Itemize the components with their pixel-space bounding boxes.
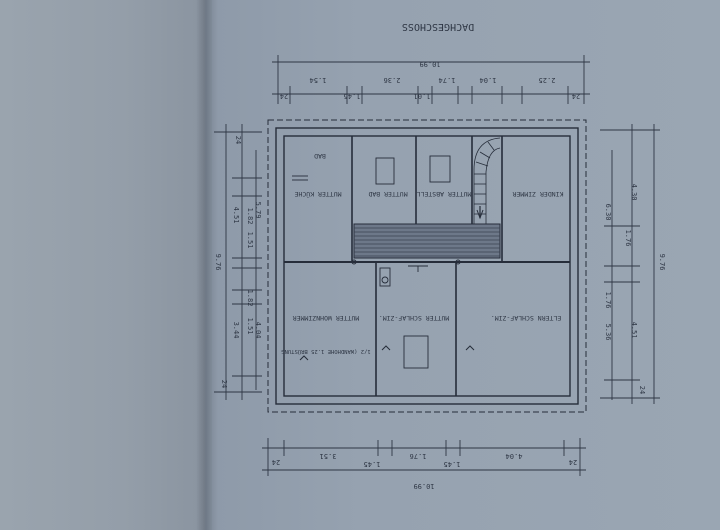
room-mutter-kueche: MUTTER KÜCHE <box>294 190 341 199</box>
left-dim-2: 4.51 <box>232 207 240 224</box>
left-dim-7: 1.51 <box>246 318 254 335</box>
bottom-dim-3: 1.45 <box>444 460 461 468</box>
bottom-dim-4: 1.76 <box>410 452 427 460</box>
left-dim-8: 24 <box>220 380 228 388</box>
room-kinderzimmer: KINDER ZIMMER <box>512 190 563 198</box>
right-overall-dim: 9.76 <box>658 254 666 271</box>
bottom-dim-1: 24 <box>569 458 577 466</box>
room-eltern-schlafzimmer: ELTERN SCHLAF-ZIM. <box>491 314 561 322</box>
room-mutter-schlafzimmer: MUTTER SCHLAF-ZIM. <box>379 314 449 322</box>
left-dimension-chain <box>214 124 262 400</box>
left-page <box>0 0 205 530</box>
left-dim-4: 1.51 <box>246 232 254 249</box>
window-note: 1/2 (WANDHOHE 1.25 BRÜSTUNG <box>281 348 370 355</box>
bottom-dim-5: 1.45 <box>364 460 381 468</box>
bottom-dimension-chain <box>262 438 586 476</box>
right-dim-1: 4.30 <box>630 184 638 201</box>
left-inner-2: 4.04 <box>254 322 262 339</box>
building-walls <box>267 119 587 413</box>
right-dim-2: 1.76 <box>624 230 632 247</box>
right-inner-1: 6.30 <box>604 204 612 221</box>
left-overall-dim: 9.76 <box>214 254 222 271</box>
top-dim-3: 1.04 <box>480 76 497 84</box>
page-fold <box>196 0 218 530</box>
left-dim-5: 1.82 <box>246 290 254 307</box>
left-dim-6: 3.44 <box>232 322 240 339</box>
top-dim-5: 1.01 <box>414 92 431 100</box>
top-dim-4: 1.74 <box>439 76 456 84</box>
corridor-hatch <box>353 223 501 259</box>
bottom-dim-6: 3.51 <box>320 452 337 460</box>
right-dim-3: 4.51 <box>630 322 638 339</box>
right-inner-2: 1.76 <box>604 292 612 309</box>
fixtures <box>292 155 451 369</box>
staircase <box>473 137 501 224</box>
drawing-title: DACHGESCHOSS <box>402 21 474 32</box>
top-overall-dim: 10.99 <box>419 60 440 68</box>
top-dim-2: 24 <box>572 92 580 100</box>
right-dim-4: 24 <box>638 386 646 394</box>
room-labels: BAD MUTTER KÜCHE MUTTER BAD MUTTER ABSTE… <box>281 152 563 355</box>
top-dimension-chain <box>272 55 590 104</box>
top-dim-9: 24 <box>280 92 288 100</box>
left-inner-1: 5.79 <box>254 202 262 219</box>
bottom-overall-dim: 10.99 <box>413 482 434 490</box>
top-dim-7: 1.45 <box>344 92 361 100</box>
bottom-dim-2: 4.04 <box>506 452 523 460</box>
room-mutter-bad: MUTTER BAD <box>368 190 407 198</box>
top-dim-1: 2.25 <box>539 76 556 84</box>
left-dim-3: 1.82 <box>246 208 254 225</box>
room-mutter-abstell: MUTTER ABSTELL <box>417 190 472 198</box>
right-page <box>212 0 720 530</box>
top-dim-6: 2.36 <box>384 76 401 84</box>
top-dim-8: 1.54 <box>310 76 327 84</box>
room-bad: BAD <box>314 152 326 160</box>
bottom-dim-7: 24 <box>272 458 280 466</box>
annotation-marks <box>299 259 475 361</box>
right-inner-3: 5.36 <box>604 324 612 341</box>
right-dimension-chain <box>600 124 660 404</box>
left-dim-1: 24 <box>234 136 242 144</box>
room-mutter-wohnzimmer: MUTTER WOHNZIMMER <box>293 314 360 322</box>
